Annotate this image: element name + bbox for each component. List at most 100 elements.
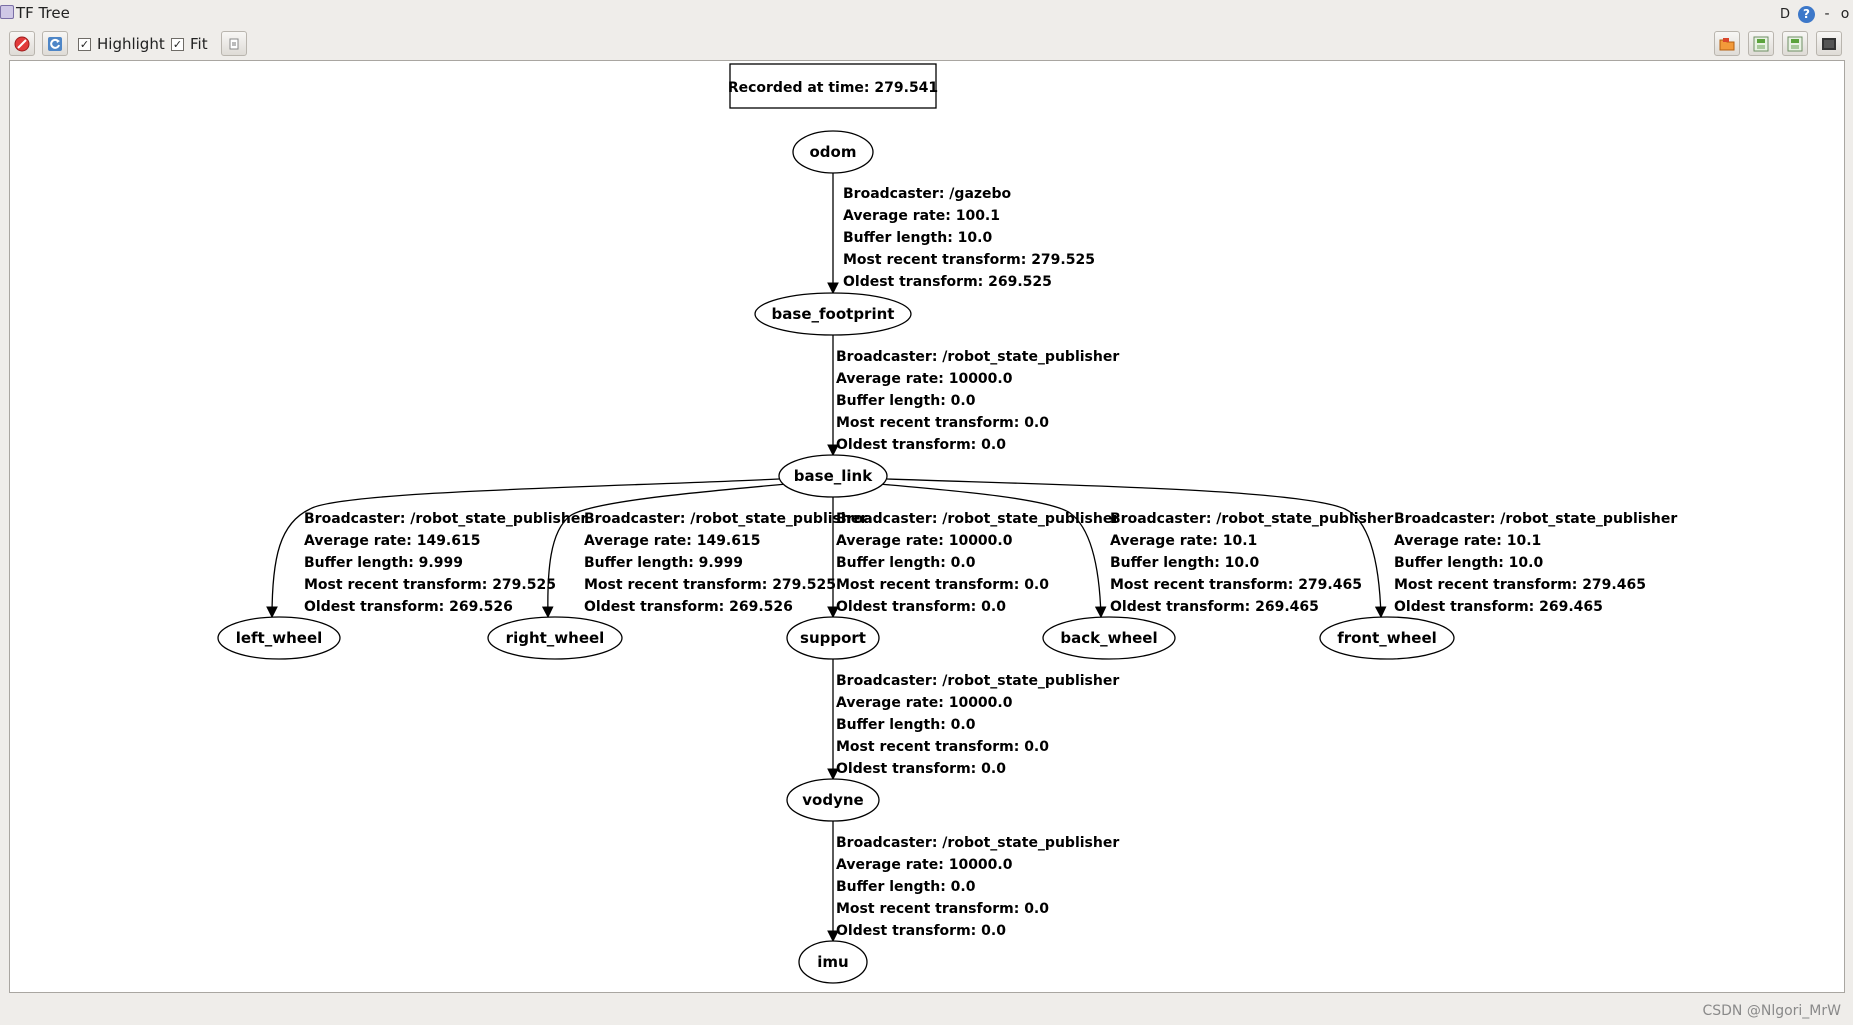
- edge-label-base_link-left_wheel: Broadcaster: /robot_state_publisher Aver…: [304, 511, 587, 615]
- save-image-icon: [1787, 36, 1803, 51]
- edge-label-line: Broadcaster: /robot_state_publisher: [836, 349, 1119, 365]
- window-title: TF Tree: [16, 4, 70, 22]
- edge-label-line: Oldest transform: 0.0: [836, 923, 1006, 939]
- fullscreen-icon: [1822, 37, 1836, 50]
- node-label: front_wheel: [1337, 629, 1437, 647]
- edge-label-line: Most recent transform: 279.525: [304, 577, 556, 593]
- node-label: imu: [817, 953, 848, 971]
- node-left_wheel[interactable]: left_wheel: [217, 616, 341, 660]
- help-icon[interactable]: ?: [1798, 5, 1815, 23]
- highlight-checkbox[interactable]: ✓ Highlight: [78, 33, 165, 55]
- fullscreen-button[interactable]: [1816, 31, 1842, 56]
- node-odom[interactable]: odom: [792, 130, 874, 174]
- edge-label-line: Oldest transform: 269.526: [304, 599, 513, 615]
- edge-label-odom-base_footprint: Broadcaster: /gazebo Average rate: 100.1…: [843, 186, 1095, 290]
- open-button[interactable]: [1714, 31, 1740, 56]
- edge-label-line: Average rate: 10000.0: [836, 533, 1013, 549]
- edge-label-line: Broadcaster: /robot_state_publisher: [304, 511, 587, 527]
- fit-label: Fit: [190, 35, 208, 53]
- edge-label-line: Broadcaster: /robot_state_publisher: [584, 511, 867, 527]
- edge-label-line: Most recent transform: 0.0: [836, 415, 1049, 431]
- edge-base_link-right_wheel: [541, 483, 788, 619]
- node-back_wheel[interactable]: back_wheel: [1042, 616, 1176, 660]
- node-label: support: [800, 629, 866, 647]
- node-label: back_wheel: [1060, 629, 1157, 647]
- save-dot-icon: [1753, 36, 1769, 51]
- recorded-time-box: Recorded at time: 279.541: [728, 63, 938, 109]
- node-label: right_wheel: [506, 629, 605, 647]
- open-folder-icon: [1719, 37, 1735, 50]
- edge-label-line: Broadcaster: /robot_state_publisher: [836, 835, 1119, 851]
- fit-check-box[interactable]: ✓: [171, 37, 184, 51]
- edge-label-line: Broadcaster: /robot_state_publisher: [836, 511, 1119, 527]
- d-button[interactable]: D: [1779, 6, 1790, 22]
- stop-button[interactable]: [9, 31, 35, 56]
- edge-label-line: Average rate: 10000.0: [836, 857, 1013, 873]
- edge-label-line: Average rate: 100.1: [843, 208, 1000, 224]
- edge-label-line: Buffer length: 0.0: [836, 879, 976, 895]
- screenshot-button[interactable]: [221, 31, 247, 56]
- edge-label-line: Oldest transform: 269.465: [1110, 599, 1319, 615]
- edge-label-line: Buffer length: 10.0: [1110, 555, 1259, 571]
- node-base_footprint[interactable]: base_footprint: [754, 292, 912, 336]
- graph-canvas[interactable]: Recorded at time: 279.541 Broadcaster: /…: [9, 60, 1845, 993]
- node-base_link[interactable]: base_link: [778, 454, 888, 498]
- node-imu[interactable]: imu: [798, 940, 868, 984]
- edge-label-vodyne-imu: Broadcaster: /robot_state_publisher Aver…: [836, 835, 1119, 939]
- screenshot-icon: [229, 38, 239, 49]
- edge-label-line: Most recent transform: 0.0: [836, 901, 1049, 917]
- edge-label-line: Average rate: 149.615: [304, 533, 480, 549]
- refresh-icon: [48, 36, 62, 51]
- node-vodyne[interactable]: vodyne: [786, 778, 880, 822]
- node-label: base_link: [794, 467, 873, 485]
- edge-label-line: Most recent transform: 279.465: [1394, 577, 1646, 593]
- edge-label-line: Average rate: 149.615: [584, 533, 760, 549]
- edge-label-line: Broadcaster: /robot_state_publisher: [836, 673, 1119, 689]
- edge-label-line: Buffer length: 0.0: [836, 717, 976, 733]
- fit-checkbox[interactable]: ✓ Fit: [171, 33, 208, 55]
- edge-label-line: Average rate: 10000.0: [836, 371, 1013, 387]
- save-dot-button[interactable]: [1748, 31, 1774, 56]
- edge-base_link-front_wheel: [886, 478, 1387, 619]
- node-label: base_footprint: [772, 305, 895, 323]
- edge-label-line: Buffer length: 10.0: [1394, 555, 1543, 571]
- highlight-label: Highlight: [97, 35, 165, 53]
- edge-label-base_footprint-base_link: Broadcaster: /robot_state_publisher Aver…: [836, 349, 1119, 453]
- edge-label-line: Most recent transform: 279.525: [843, 252, 1095, 268]
- window-controls: D ? - o: [1778, 3, 1851, 25]
- save-image-button[interactable]: [1782, 31, 1808, 56]
- edge-label-line: Oldest transform: 0.0: [836, 599, 1006, 615]
- edge-label-line: Buffer length: 10.0: [843, 230, 992, 246]
- watermark: CSDN @Nlgori_MrW: [1702, 1003, 1841, 1019]
- node-label: odom: [810, 143, 857, 161]
- recorded-time-label: Recorded at time: 279.541: [728, 80, 938, 96]
- edge-label-line: Most recent transform: 0.0: [836, 577, 1049, 593]
- node-front_wheel[interactable]: front_wheel: [1319, 616, 1455, 660]
- tf-graph: Recorded at time: 279.541 Broadcaster: /…: [217, 63, 1677, 984]
- edge-base_link-back_wheel: [878, 483, 1107, 619]
- edge-label-line: Oldest transform: 269.526: [584, 599, 793, 615]
- highlight-check-box[interactable]: ✓: [78, 37, 91, 51]
- refresh-button[interactable]: [42, 31, 68, 56]
- edge-label-line: Buffer length: 0.0: [836, 393, 976, 409]
- edge-label-support-vodyne: Broadcaster: /robot_state_publisher Aver…: [836, 673, 1119, 777]
- node-support[interactable]: support: [786, 616, 880, 660]
- edge-label-line: Buffer length: 0.0: [836, 555, 976, 571]
- app-icon: [0, 5, 14, 19]
- node-label: left_wheel: [236, 629, 323, 647]
- edge-label-line: Most recent transform: 279.465: [1110, 577, 1362, 593]
- edge-label-base_link-right_wheel: Broadcaster: /robot_state_publisher Aver…: [584, 511, 867, 615]
- close-button[interactable]: o: [1840, 6, 1850, 22]
- node-right_wheel[interactable]: right_wheel: [487, 616, 623, 660]
- minimize-button[interactable]: -: [1824, 6, 1830, 22]
- edge-label-line: Broadcaster: /gazebo: [843, 186, 1012, 202]
- node-label: vodyne: [802, 791, 863, 809]
- edge-label-line: Oldest transform: 269.525: [843, 274, 1052, 290]
- window-titlebar: TF Tree D ? - o: [0, 0, 1853, 28]
- edge-label-base_link-back_wheel: Broadcaster: /robot_state_publisher Aver…: [1110, 511, 1393, 615]
- edge-label-line: Broadcaster: /robot_state_publisher: [1394, 511, 1677, 527]
- edge-label-line: Broadcaster: /robot_state_publisher: [1110, 511, 1393, 527]
- edge-label-line: Buffer length: 9.999: [304, 555, 463, 571]
- edge-label-base_link-front_wheel: Broadcaster: /robot_state_publisher Aver…: [1394, 511, 1677, 615]
- edge-label-line: Oldest transform: 0.0: [836, 437, 1006, 453]
